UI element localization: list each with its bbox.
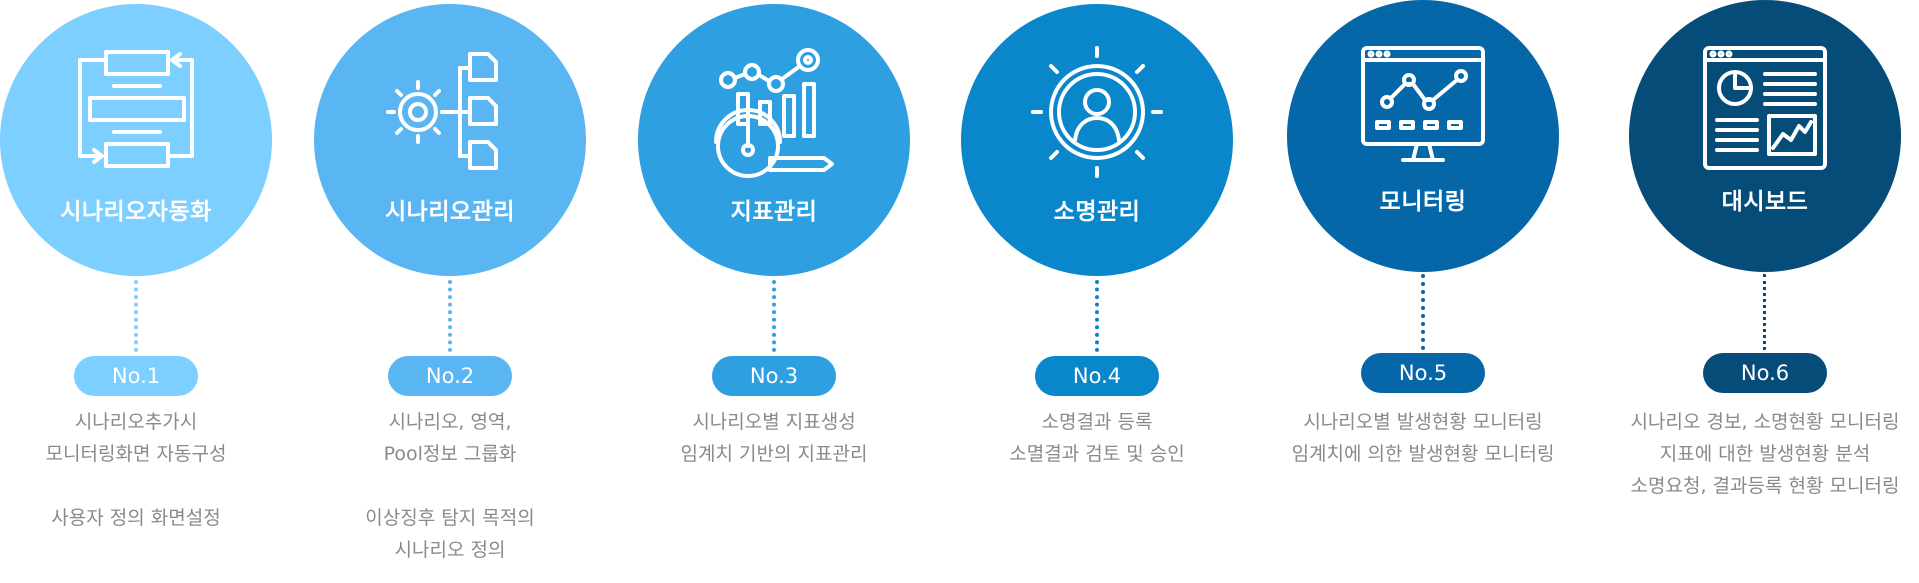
monitor-chart-icon [1357, 42, 1489, 174]
step-2: 시나리오관리 No.2 시나리오, 영역, Pool정보 그룹화 이상징후 탐지… [300, 0, 600, 583]
desc-gap [0, 470, 286, 502]
desc-line: 시나리오별 지표생성 [692, 411, 856, 433]
step-description: 시나리오별 지표생성 임계치 기반의 지표관리 [624, 406, 924, 470]
step-circle: 시나리오관리 [314, 4, 586, 276]
step-title: 지표관리 [730, 199, 818, 225]
desc-line: 시나리오 경보, 소명현황 모니터링 [1630, 411, 1900, 433]
step-4: 소명관리 No.4 소명결과 등록 소멸결과 검토 및 승인 [947, 0, 1247, 583]
step-badge: No.4 [1035, 356, 1159, 396]
step-circle: 대시보드 [1629, 0, 1901, 272]
gauge-chart-icon [708, 46, 840, 178]
dashboard-icon [1699, 42, 1831, 174]
step-title: 소명관리 [1053, 199, 1141, 225]
connector-dots [1763, 274, 1766, 350]
step-badge: No.1 [74, 356, 198, 396]
desc-line: 시나리오 정의 [394, 539, 506, 561]
connector-dots [448, 280, 452, 352]
step-6: 대시보드 No.6 시나리오 경보, 소명현황 모니터링 지표에 대한 발생현황… [1615, 0, 1915, 583]
connector-dots [1421, 274, 1425, 350]
step-title: 모니터링 [1379, 189, 1467, 215]
desc-line: 사용자 정의 화면설정 [51, 507, 221, 529]
desc-line: 임계치 기반의 지표관리 [680, 443, 868, 465]
connector-dots [134, 280, 138, 352]
step-5: 모니터링 No.5 시나리오별 발생현황 모니터링 임계치에 의한 발생현황 모… [1273, 0, 1573, 583]
step-title: 시나리오자동화 [60, 199, 212, 225]
step-badge: No.3 [712, 356, 836, 396]
step-title: 시나리오관리 [385, 199, 515, 225]
step-circle: 지표관리 [638, 4, 910, 276]
step-description: 시나리오별 발생현황 모니터링 임계치에 의한 발생현황 모니터링 [1273, 406, 1573, 470]
step-1: 시나리오자동화 No.1 시나리오추가시 모니터링화면 자동구성 사용자 정의 … [0, 0, 286, 583]
user-gear-icon [1031, 46, 1163, 178]
desc-line: 이상징후 탐지 목적의 [365, 507, 535, 529]
desc-line: 지표에 대한 발생현황 분석 [1659, 443, 1871, 465]
desc-line: 소명요청, 결과등록 현황 모니터링 [1630, 475, 1900, 497]
gear-folders-icon [384, 46, 516, 178]
step-badge: No.2 [388, 356, 512, 396]
step-description: 시나리오, 영역, Pool정보 그룹화 이상징후 탐지 목적의 시나리오 정의 [300, 406, 600, 566]
step-description: 시나리오추가시 모니터링화면 자동구성 사용자 정의 화면설정 [0, 406, 286, 534]
connector-dots [1095, 280, 1099, 352]
step-3: 지표관리 No.3 시나리오별 지표생성 임계치 기반의 지표관리 [624, 0, 924, 583]
connector-dots [772, 280, 776, 352]
desc-line: 시나리오, 영역, [388, 411, 512, 433]
step-circle: 시나리오자동화 [0, 4, 272, 276]
desc-line: 임계치에 의한 발생현황 모니터링 [1291, 443, 1555, 465]
step-circle: 모니터링 [1287, 0, 1559, 272]
workflow-icon [70, 46, 202, 178]
desc-line: Pool정보 그룹화 [383, 443, 517, 465]
desc-line: 시나리오추가시 [74, 411, 198, 433]
desc-gap [300, 470, 600, 502]
step-description: 시나리오 경보, 소명현황 모니터링 지표에 대한 발생현황 분석 소명요청, … [1615, 406, 1915, 502]
desc-line: 소명결과 등록 [1041, 411, 1153, 433]
desc-line: 소멸결과 검토 및 승인 [1009, 443, 1185, 465]
desc-line: 시나리오별 발생현황 모니터링 [1303, 411, 1543, 433]
desc-line: 모니터링화면 자동구성 [45, 443, 227, 465]
step-title: 대시보드 [1721, 189, 1809, 215]
step-badge: No.5 [1361, 353, 1485, 393]
step-description: 소명결과 등록 소멸결과 검토 및 승인 [947, 406, 1247, 470]
step-badge: No.6 [1703, 353, 1827, 393]
step-circle: 소명관리 [961, 4, 1233, 276]
